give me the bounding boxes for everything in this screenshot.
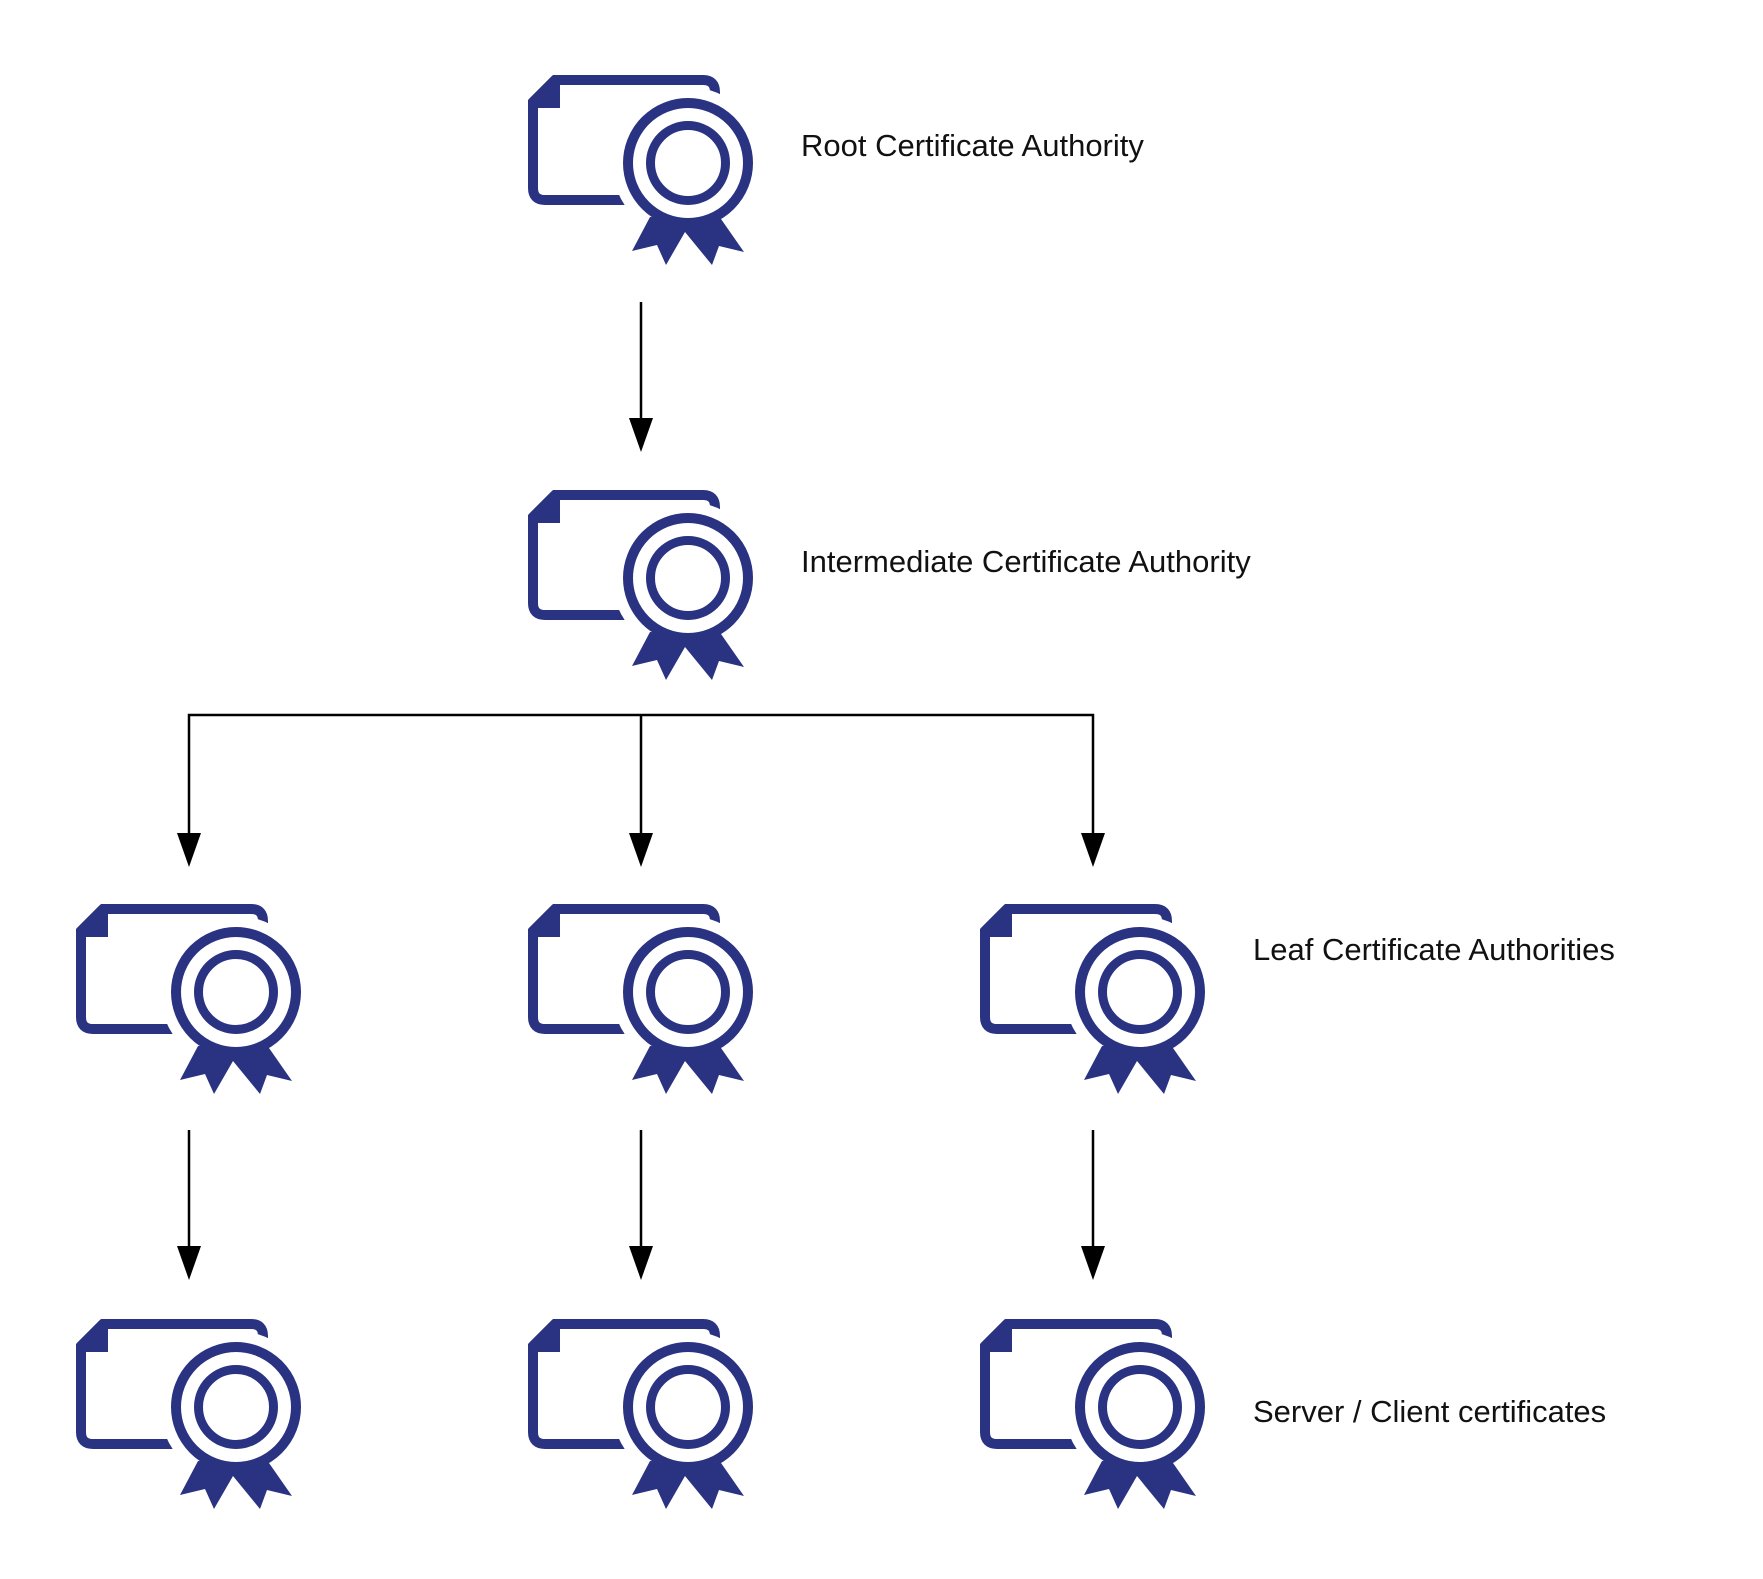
label-server-client-certs: Server / Client certificates <box>1253 1394 1607 1429</box>
arrowhead <box>1081 1246 1105 1280</box>
certificate-icon <box>980 904 1216 1096</box>
arrowhead <box>177 833 201 867</box>
certificate-icon <box>76 1319 312 1511</box>
arrowhead <box>629 1246 653 1280</box>
certificate-icon <box>980 1319 1216 1511</box>
arrowhead <box>177 1246 201 1280</box>
label-intermediate-ca: Intermediate Certificate Authority <box>801 544 1251 579</box>
certificate-icon <box>528 490 764 682</box>
arrowhead <box>629 833 653 867</box>
certificate-icon <box>76 904 312 1096</box>
label-leaf-cas: Leaf Certificate Authorities <box>1253 932 1615 967</box>
certificate-icon <box>528 1319 764 1511</box>
label-root-ca: Root Certificate Authority <box>801 128 1144 163</box>
arrowhead <box>629 418 653 452</box>
arrowhead <box>1081 833 1105 867</box>
certificate-icon <box>528 904 764 1096</box>
certificate-icon <box>528 75 764 267</box>
